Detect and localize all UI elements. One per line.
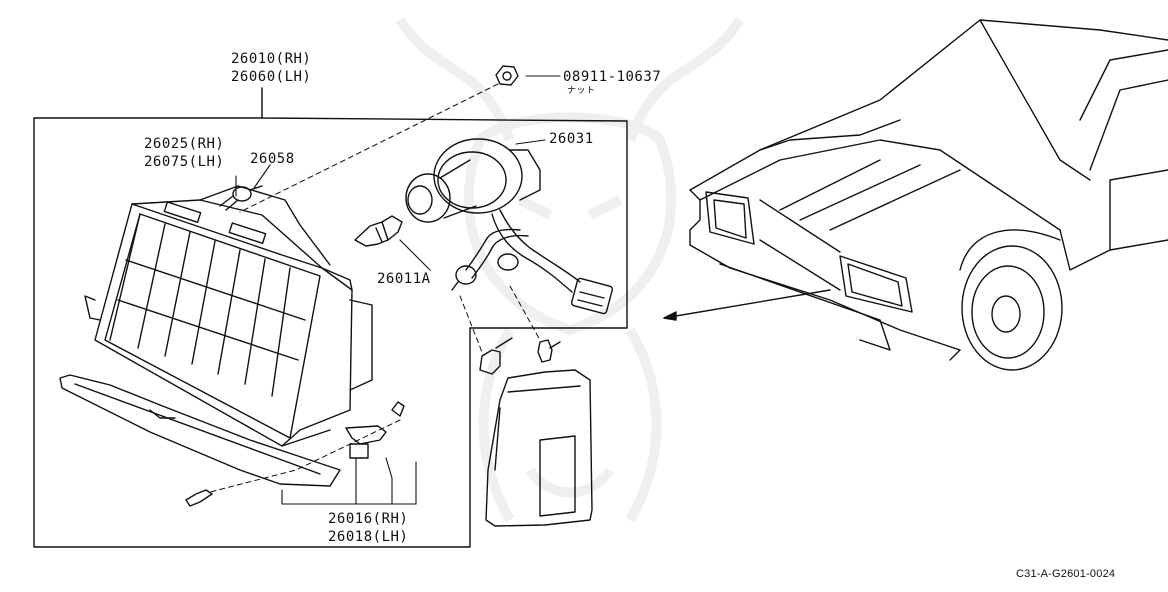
car-illustration bbox=[689, 19, 1168, 371]
cap-part bbox=[219, 185, 263, 211]
side-marker-bulbs bbox=[479, 337, 561, 375]
lower-trim-strip bbox=[59, 374, 341, 487]
socket-assembly bbox=[405, 138, 614, 315]
bracket-part bbox=[185, 401, 405, 507]
label-socket: 26031 bbox=[549, 131, 594, 147]
side-marker-lamp bbox=[485, 369, 593, 527]
leader-lines bbox=[235, 75, 561, 505]
label-nut-number: 08911-10637 bbox=[563, 69, 662, 85]
label-housing-lh: 26060(LH) bbox=[231, 69, 312, 85]
watermark-logo bbox=[395, 17, 745, 523]
label-nut-caption: ナット bbox=[567, 86, 596, 96]
label-unit-lh: 26075(LH) bbox=[144, 154, 225, 170]
label-bracket-lh: 26018(LH) bbox=[328, 529, 409, 545]
headlight-unit bbox=[84, 185, 373, 447]
bulb-part bbox=[354, 215, 403, 247]
diagram-code: C31-A-G2601-0024 bbox=[1016, 568, 1116, 580]
nut-part bbox=[495, 65, 519, 86]
label-cap: 26058 bbox=[250, 151, 295, 167]
guide-lines bbox=[209, 83, 541, 493]
assembly-frame-left bbox=[33, 87, 628, 548]
label-housing-rh: 26010(RH) bbox=[231, 51, 312, 67]
label-bulb: 26011A bbox=[377, 271, 431, 287]
label-unit-rh: 26025(RH) bbox=[144, 136, 225, 152]
label-bracket-rh: 26016(RH) bbox=[328, 511, 409, 527]
car-pointer-arrow bbox=[663, 289, 831, 321]
